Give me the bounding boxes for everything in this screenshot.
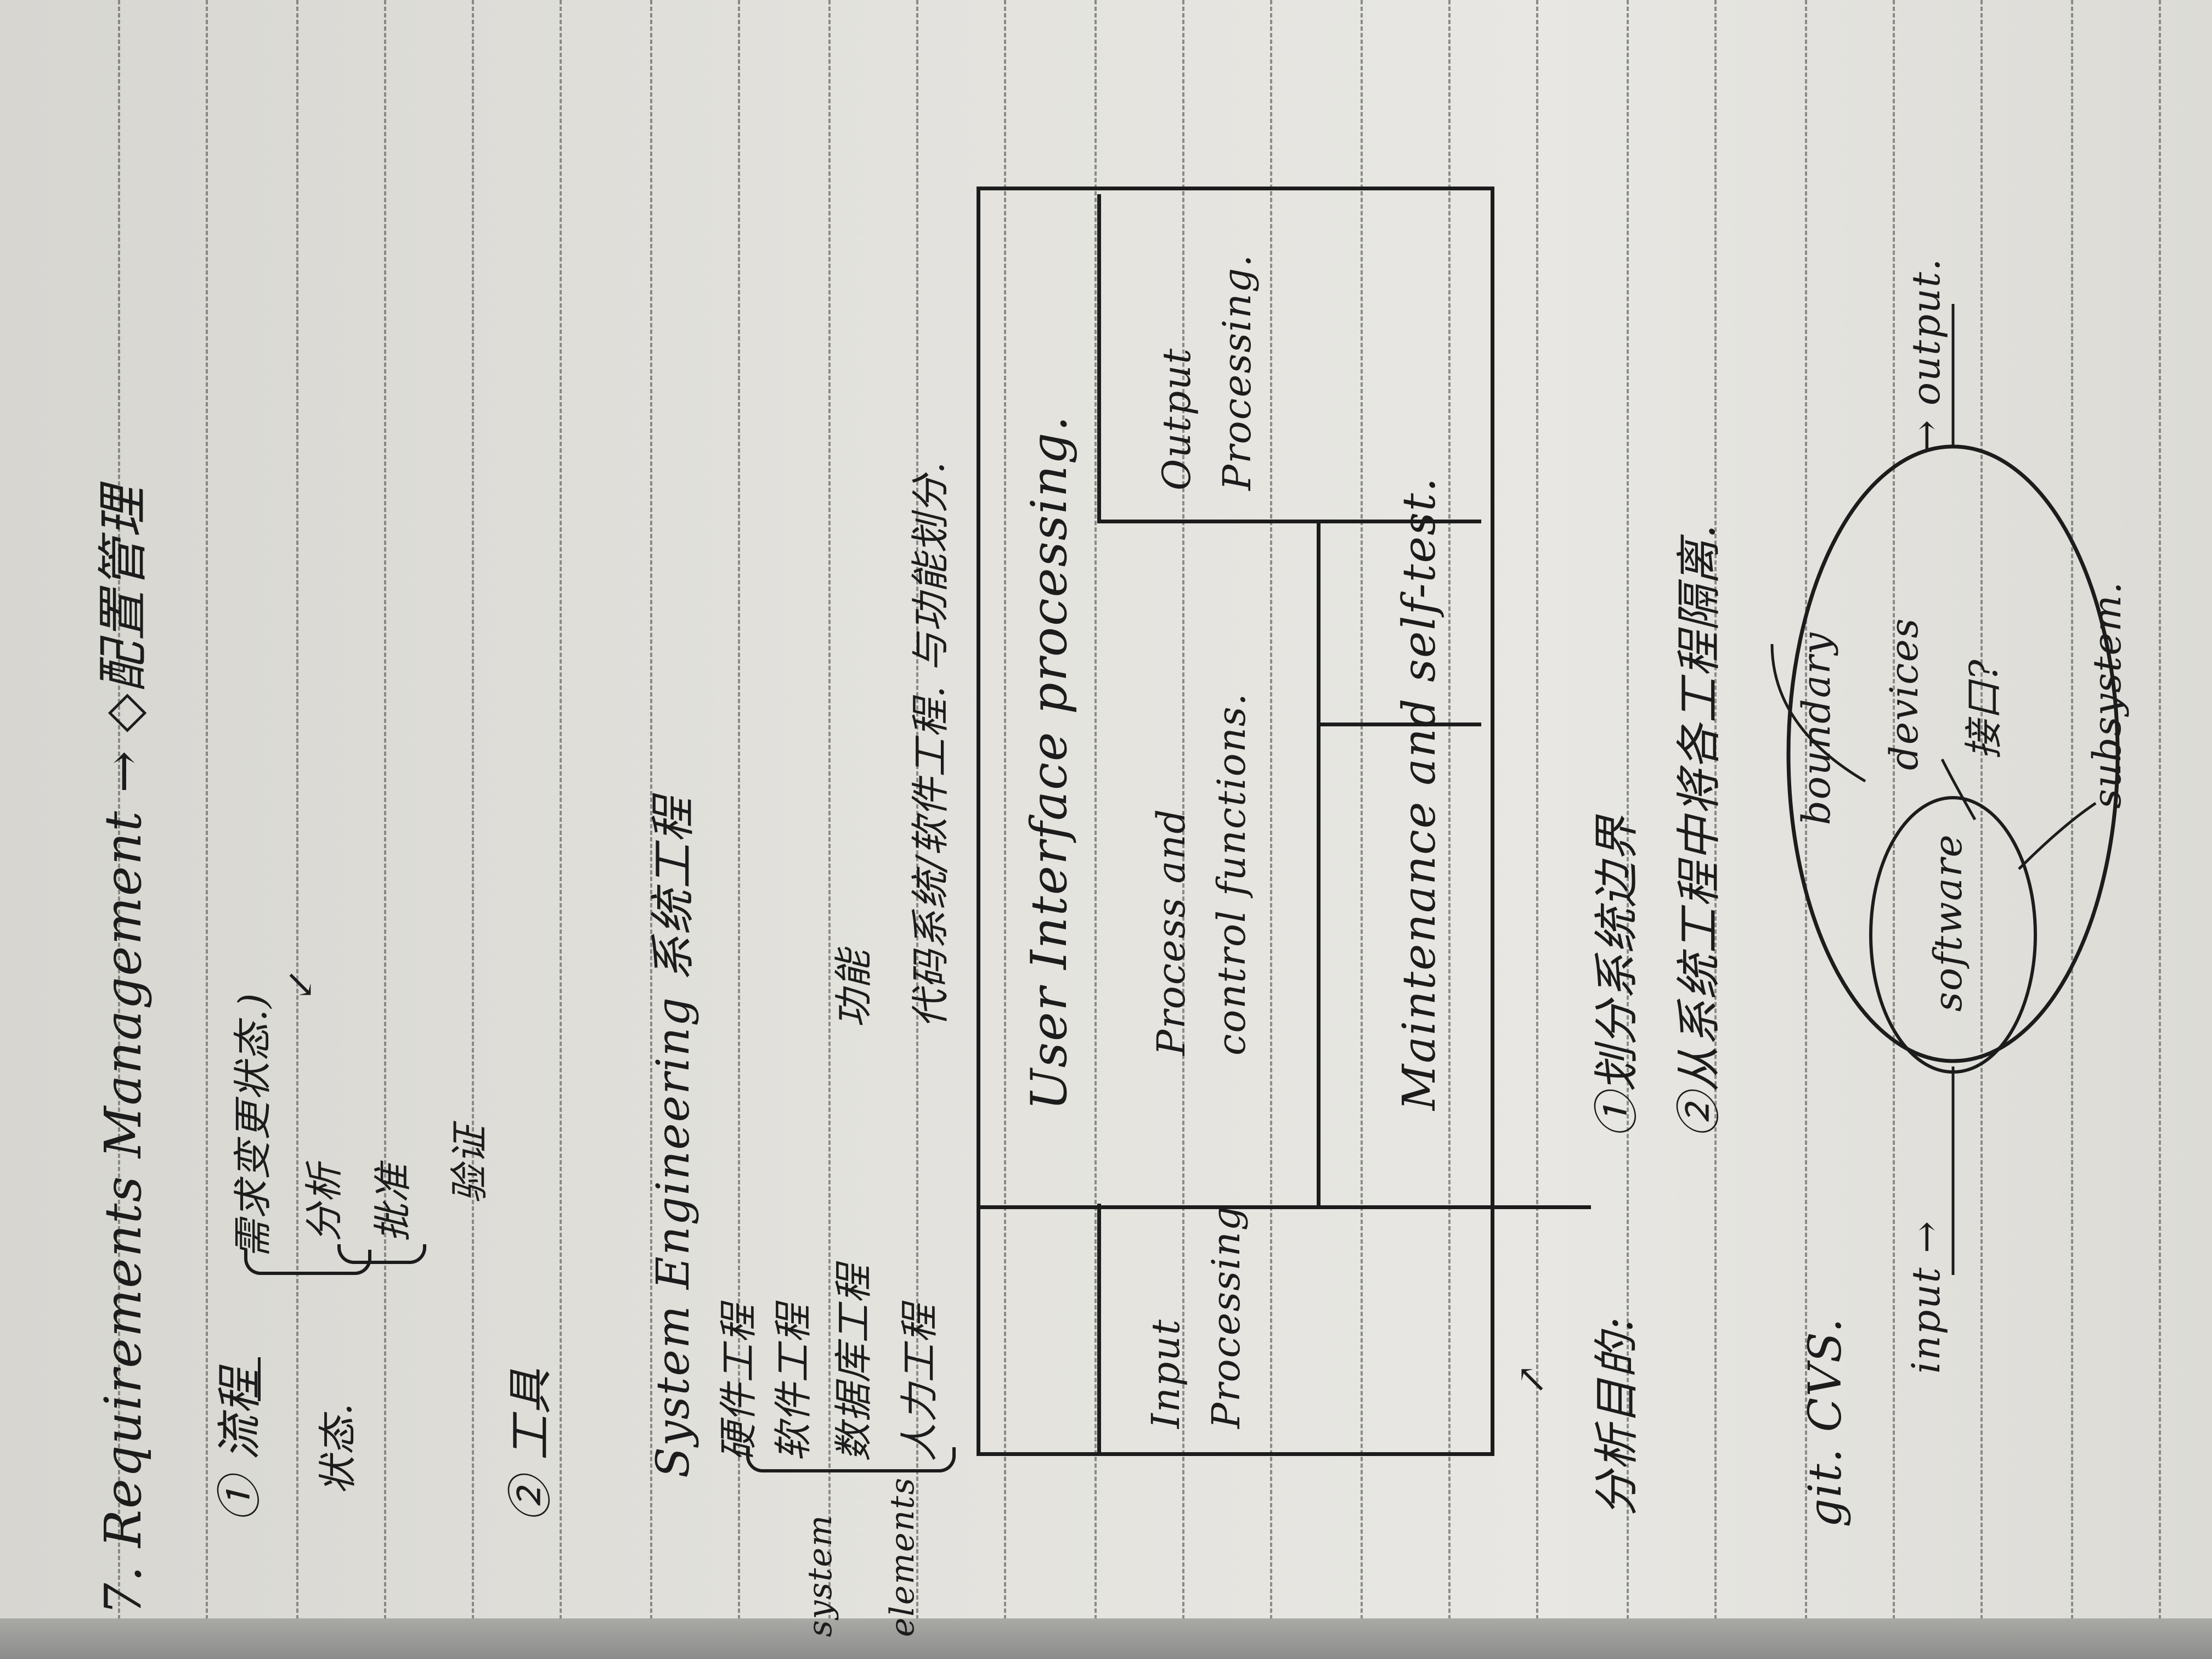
ruled-line [2159, 0, 2161, 1659]
ruled-line [1094, 0, 1097, 1659]
ruled-line [650, 0, 652, 1659]
ruled-line [828, 0, 831, 1659]
ruled-line [384, 0, 386, 1659]
ruled-line [1182, 0, 1184, 1659]
ruled-line [1536, 0, 1538, 1659]
output-label: → output. [1904, 257, 1949, 452]
ruled-line [2071, 0, 2073, 1659]
ruled-line [1361, 0, 1363, 1659]
ruled-line [118, 0, 120, 1659]
boundary-label: boundary [1794, 631, 1839, 825]
ruled-line [296, 0, 298, 1659]
subsystem-pointer [2018, 802, 2097, 870]
subsystem-label: subsystem. [2085, 580, 2130, 809]
ruled-line [206, 0, 208, 1659]
ruled-line [738, 0, 740, 1659]
paper-edge-shadow [0, 1618, 2212, 1659]
ruled-line [1448, 0, 1451, 1659]
ruled-line [1714, 0, 1717, 1659]
input-label: input → [1904, 1220, 1949, 1374]
ruled-line [1980, 0, 1983, 1659]
ruled-line [1004, 0, 1006, 1659]
ruled-line [1270, 0, 1272, 1659]
devices-pointer [1940, 758, 1977, 821]
ruled-line [560, 0, 562, 1659]
ruled-line [1893, 0, 1895, 1659]
software-label: software [1926, 833, 1971, 1012]
interface-label: 接口? [1961, 658, 2006, 759]
ruled-line [1805, 0, 1807, 1659]
ruled-line [472, 0, 474, 1659]
boundary-pointer [1770, 644, 1866, 783]
ruled-line [916, 0, 918, 1659]
ruled-line [1627, 0, 1629, 1659]
devices-label: devices [1882, 617, 1927, 770]
